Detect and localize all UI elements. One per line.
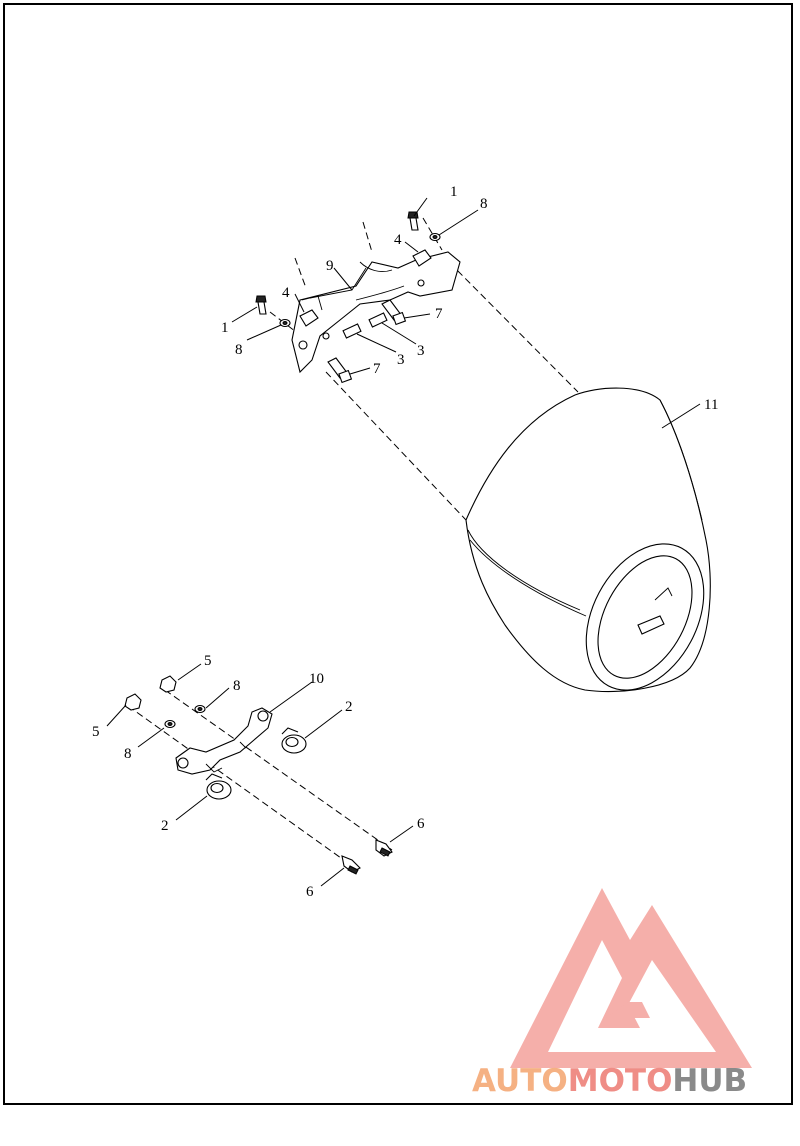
callout-1: 1	[221, 320, 229, 336]
upper-bracket	[291, 251, 461, 374]
callout-11: 11	[704, 397, 718, 413]
callout-1: 1	[450, 184, 458, 200]
callout-6: 6	[417, 816, 425, 832]
washer	[164, 704, 206, 729]
watermark-logo	[510, 888, 752, 1068]
callout-4: 4	[282, 285, 290, 301]
small-fastener	[342, 312, 388, 339]
callout-8: 8	[235, 342, 243, 358]
clip-nut	[299, 249, 432, 327]
callout-8: 8	[480, 196, 488, 212]
leader-lines	[106, 197, 701, 887]
bolt	[327, 299, 407, 384]
callout-2: 2	[345, 699, 353, 715]
washer	[279, 232, 441, 328]
lower-bracket	[175, 707, 273, 775]
callout-8: 8	[233, 678, 241, 694]
callout-8: 8	[124, 746, 132, 762]
callout-3: 3	[397, 352, 405, 368]
watermark-text-auto: AUTO	[472, 1063, 568, 1099]
callout-3: 3	[417, 343, 425, 359]
callout-4: 4	[394, 232, 402, 248]
callout-labels: 1 1 8 8 4 4 9 3 3 7 7 11 5 5 8 8 10 2 2 …	[92, 184, 718, 900]
alignment-lines	[127, 217, 579, 869]
callout-7: 7	[435, 306, 443, 322]
watermark-text-hub: HUB	[672, 1063, 748, 1099]
callout-2: 2	[161, 818, 169, 834]
grommet	[205, 727, 307, 800]
watermark-text: AUTOMOTOHUB	[472, 1063, 792, 1101]
callout-9: 9	[326, 258, 334, 274]
watermark-text-moto: MOTO	[567, 1063, 673, 1099]
callout-5: 5	[204, 653, 212, 669]
nut	[124, 675, 177, 711]
callout-7: 7	[373, 361, 381, 377]
callout-6: 6	[306, 884, 314, 900]
headlamp-nacelle	[465, 387, 711, 693]
callout-10: 10	[309, 671, 324, 687]
screw	[341, 839, 393, 875]
callout-5: 5	[92, 724, 100, 740]
